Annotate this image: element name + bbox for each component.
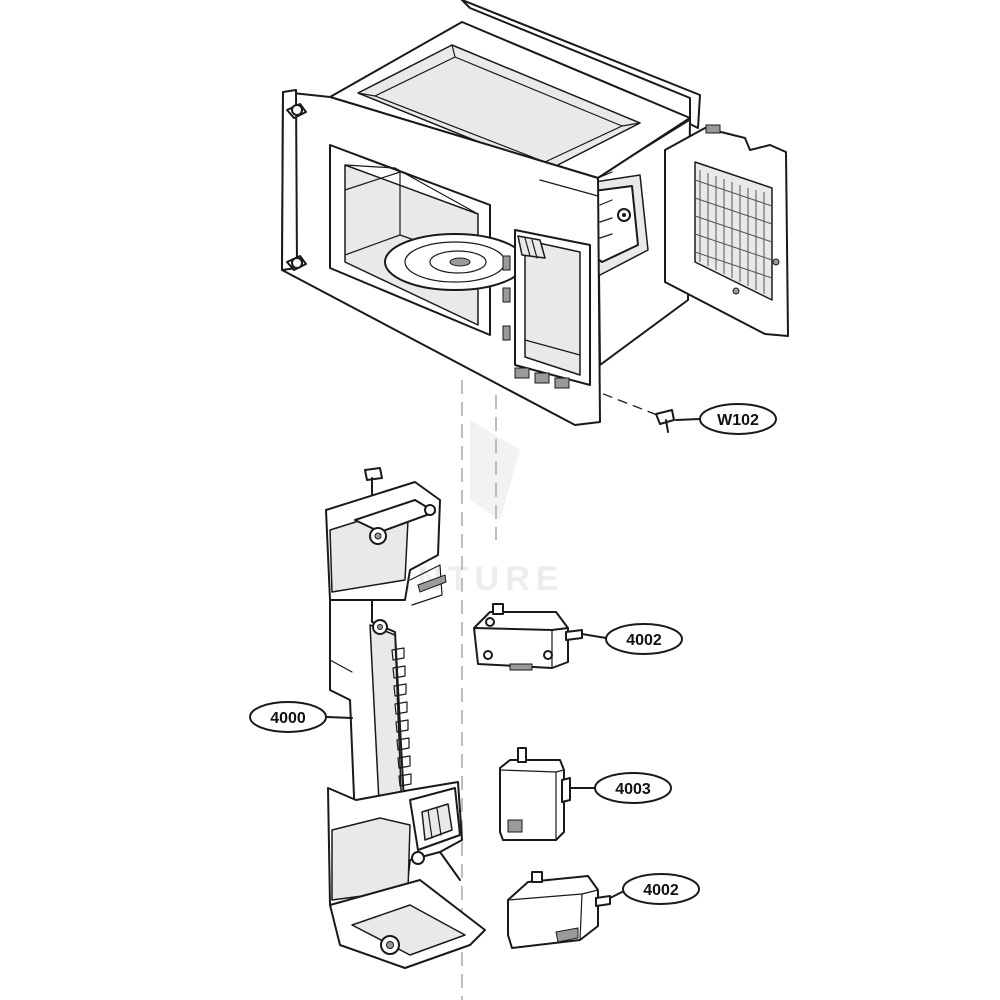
alignment-lines [461, 380, 666, 1000]
switch-4002-lower [507, 871, 611, 949]
callout-label-w102: W102 [717, 412, 759, 429]
latch-board-4000 [325, 467, 486, 969]
callout-label-4002-bottom: 4002 [643, 882, 679, 899]
callout-4000: 4000 [249, 701, 327, 733]
callout-4002-top: 4002 [605, 623, 683, 655]
switch-4002-upper [473, 603, 583, 671]
callout-label-4002-top: 4002 [626, 632, 662, 649]
oven-cavity-assembly [281, 0, 789, 433]
callout-4002-bottom: 4002 [622, 873, 700, 905]
screw-w102 [655, 409, 675, 425]
callout-w102: W102 [699, 403, 777, 435]
switch-4003 [499, 747, 571, 841]
callout-4003: 4003 [594, 772, 672, 804]
callout-label-4003: 4003 [615, 781, 651, 798]
callout-label-4000: 4000 [270, 710, 306, 727]
